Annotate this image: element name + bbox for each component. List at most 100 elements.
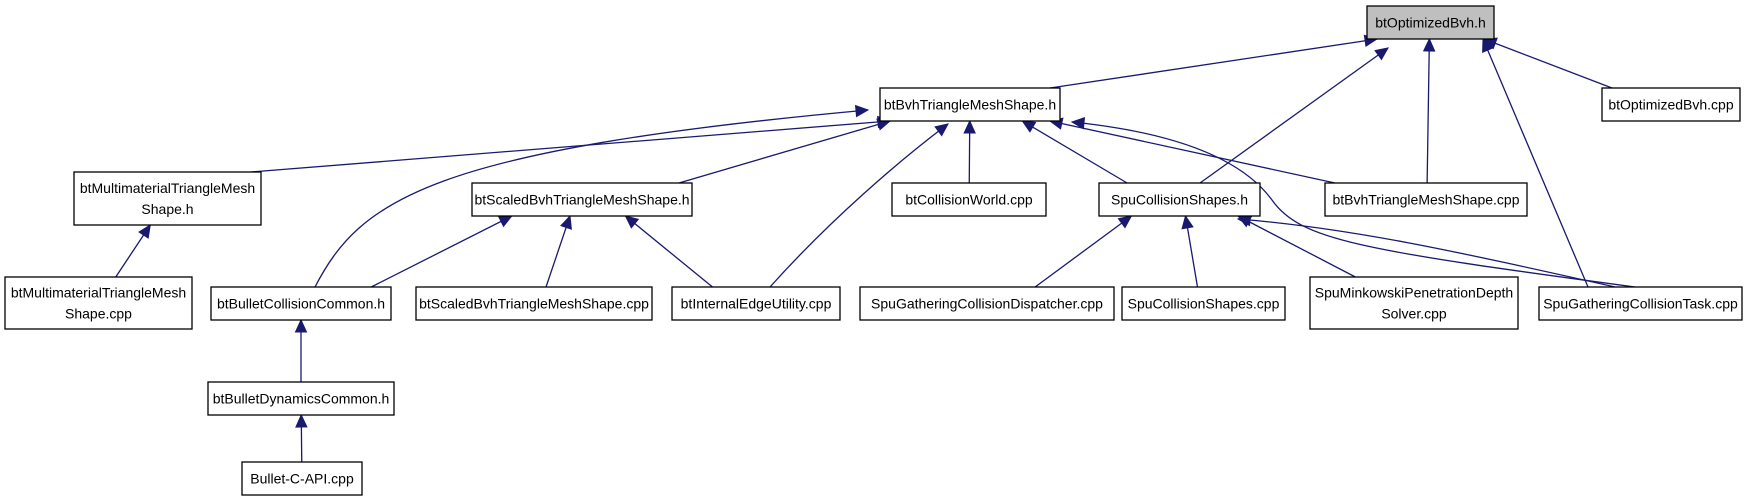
node-box [859, 286, 1115, 321]
arrow-head-icon [1422, 37, 1436, 52]
node-label: btCollisionWorld.cpp [905, 192, 1033, 208]
edge-mmtms_cpp-to-mmtms_h [115, 224, 151, 278]
node-box [241, 461, 363, 496]
node-bvhtms-cpp[interactable]: btBvhTriangleMeshShape.cpp [1324, 182, 1528, 217]
node-box [415, 286, 653, 321]
node-sbvhtms-cpp[interactable]: btScaledBvhTriangleMeshShape.cpp [415, 286, 653, 321]
node-ieu-cpp[interactable]: btInternalEdgeUtility.cpp [671, 286, 841, 321]
node-label: btMultimaterialTriangleMesh [11, 285, 186, 301]
arrow-head-icon [934, 123, 949, 137]
arrow-head-icon [1117, 215, 1133, 229]
edge-bvhtms_cpp-to-bvhtms_h [1048, 117, 1336, 184]
node-box [1121, 286, 1286, 321]
edge-bcc_h-to-bvhtms_h [314, 104, 870, 288]
edge-line [1482, 38, 1589, 288]
node-spucs-h[interactable]: SpuCollisionShapes.h [1098, 182, 1261, 217]
arrow-head-icon [1070, 117, 1086, 130]
arrow-head-icon [1181, 214, 1194, 230]
node-box [207, 381, 395, 416]
edge-line [769, 123, 949, 288]
node-box [1324, 182, 1528, 217]
node-sbvhtms-h[interactable]: btScaledBvhTriangleMeshShape.h [471, 182, 693, 217]
node-label: Solver.cpp [1381, 306, 1447, 322]
edge-line [1049, 38, 1378, 89]
node-label: Bullet-C-API.cpp [250, 471, 354, 487]
edge-line [1049, 120, 1336, 184]
node-bcc-h[interactable]: btBulletCollisionCommon.h [210, 286, 392, 321]
node-label: SpuGatheringCollisionDispatcher.cpp [871, 296, 1103, 312]
edge-optbvh_cpp-to-optbvh_h [1482, 37, 1613, 89]
edge-line [1022, 120, 1128, 184]
node-spugct-cpp[interactable]: SpuGatheringCollisionTask.cpp [1538, 286, 1743, 321]
edge-line [1071, 121, 1636, 288]
edge-line [1237, 218, 1616, 288]
edge-bvhtms_h-to-optbvh_h [1049, 34, 1379, 89]
edge-spucs_cpp-to-spucs_h [1181, 214, 1199, 288]
node-box [1538, 286, 1743, 321]
edge-line [1034, 215, 1132, 288]
node-spucs-cpp[interactable]: SpuCollisionShapes.cpp [1121, 286, 1286, 321]
edge-line [1237, 215, 1356, 278]
arrow-head-icon [294, 318, 308, 333]
edge-mmtms_h-to-bvhtms_h [250, 115, 892, 173]
edge-spugct_cpp-to-optbvh_h [1482, 37, 1589, 288]
node-bvhtms-h[interactable]: btBvhTriangleMeshShape.h [879, 87, 1061, 122]
node-box [1098, 182, 1261, 217]
node-label: btScaledBvhTriangleMeshShape.h [474, 192, 689, 208]
node-label: btMultimaterialTriangleMesh [80, 180, 255, 196]
edge-ieu_cpp-to-sbvhtms_h [624, 215, 713, 288]
edge-spucs_h-to-bvhtms_h [1021, 120, 1128, 184]
node-label: SpuGatheringCollisionTask.cpp [1543, 296, 1738, 312]
arrow-head-icon [1374, 47, 1389, 61]
edge-bcapi_cpp-to-bdc_h [295, 413, 308, 463]
node-box [471, 182, 693, 217]
arrow-head-icon [854, 104, 870, 118]
edge-ieu_cpp-to-bvhtms_h [769, 123, 949, 288]
arrow-head-icon [1021, 120, 1037, 133]
node-cw-cpp[interactable]: btCollisionWorld.cpp [891, 182, 1047, 217]
node-box [879, 87, 1061, 122]
node-bcapi-cpp[interactable]: Bullet-C-API.cpp [241, 461, 363, 496]
edge-bdc_h-to-bcc_h [294, 318, 308, 382]
node-box [671, 286, 841, 321]
edge-line [678, 120, 891, 184]
node-label: btScaledBvhTriangleMeshShape.cpp [419, 296, 649, 312]
node-box [891, 182, 1047, 217]
node-box [210, 286, 392, 321]
node-label: btOptimizedBvh.cpp [1608, 97, 1733, 113]
node-box [1601, 87, 1741, 122]
edge-line [250, 120, 891, 173]
arrow-head-icon [1236, 213, 1251, 227]
edge-line [1483, 38, 1613, 89]
node-label: btBvhTriangleMeshShape.h [884, 97, 1056, 113]
edge-line [1426, 38, 1431, 184]
node-label: SpuMinkowskiPenetrationDepth [1315, 285, 1513, 301]
node-box [1366, 5, 1495, 40]
arrow-head-icon [138, 224, 151, 239]
node-label: btBulletDynamicsCommon.h [213, 391, 390, 407]
arrow-head-icon [624, 215, 640, 229]
graph-nodes: btOptimizedBvh.h btBvhTriangleMeshShape.h… [4, 5, 1743, 496]
edge-line [625, 215, 713, 288]
node-box [4, 276, 193, 330]
node-label: btOptimizedBvh.h [1375, 15, 1486, 31]
edge-bvhtms_cpp-to-optbvh_h [1422, 37, 1436, 184]
edge-line [314, 109, 869, 288]
node-optbvh-cpp[interactable]: btOptimizedBvh.cpp [1601, 87, 1741, 122]
edge-spugct_cpp-to-spucs_h [1236, 213, 1616, 288]
node-label: SpuCollisionShapes.cpp [1128, 296, 1280, 312]
node-label: btBulletCollisionCommon.h [217, 296, 385, 312]
edge-cw_cpp-to-bvhtms_h [963, 119, 976, 184]
arrow-head-icon [963, 119, 976, 134]
node-spugcd-cpp[interactable]: SpuGatheringCollisionDispatcher.cpp [859, 286, 1115, 321]
node-bdc-h[interactable]: btBulletDynamicsCommon.h [207, 381, 395, 416]
node-label: SpuCollisionShapes.h [1111, 192, 1248, 208]
edge-spugct_cpp-to-bvhtms_h [1070, 117, 1636, 288]
node-optbvh-h[interactable]: btOptimizedBvh.h [1366, 5, 1495, 40]
node-box [1309, 276, 1519, 330]
node-box [73, 171, 262, 226]
